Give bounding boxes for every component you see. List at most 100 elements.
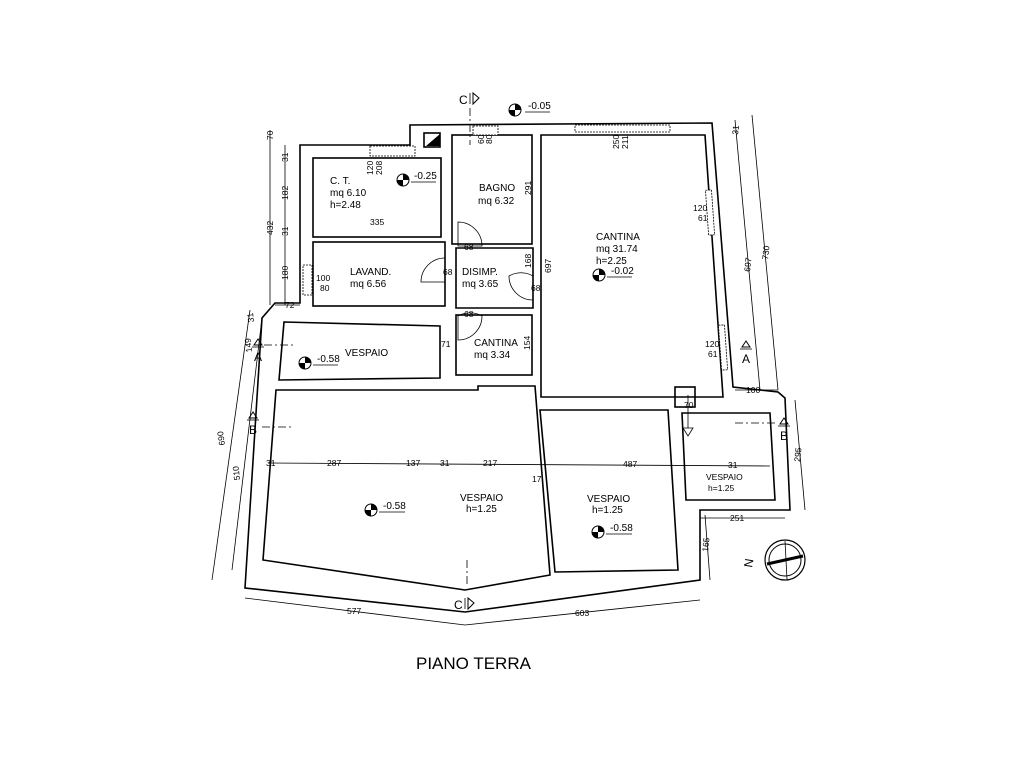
svg-text:B: B <box>780 429 788 443</box>
stair <box>674 386 696 408</box>
dim-left-inner-0: 31 <box>280 152 290 162</box>
drawing-title: PIANO TERRA <box>416 654 532 673</box>
north-compass-icon: N <box>741 539 806 581</box>
level-marker-ct: -0.25 <box>396 171 437 187</box>
dim-cantina-win-r2-b: 61 <box>708 349 718 359</box>
room-name-bagno: BAGNO <box>479 183 515 194</box>
room-name-cantina-small: CANTINA <box>474 338 518 349</box>
dim-h-4: 217 <box>483 458 497 468</box>
svg-text:C: C <box>454 598 463 612</box>
dim-left-outer-1: 432 <box>265 221 275 235</box>
section-marker-c-top: C <box>459 91 480 145</box>
dim-bottom-1: 603 <box>575 608 589 618</box>
dim-bagno-window-b: 80 <box>484 134 494 144</box>
room-area-ct: mq 6.10 <box>330 188 367 199</box>
room-cantina-small <box>455 314 533 376</box>
window-cantina-right-1 <box>705 189 716 236</box>
dimension-lines <box>211 114 806 626</box>
room-lavand <box>312 241 446 307</box>
room-name-vespaio-mid: VESPAIO <box>587 494 630 505</box>
room-vespaio-small <box>681 412 776 501</box>
room-area-cantina: mq 31.74 <box>596 244 638 255</box>
level-marker-vespaio-top: -0.58 <box>298 354 340 370</box>
room-area-cantina-small: mq 3.34 <box>474 350 511 361</box>
dim-left-inner-7: 510 <box>231 465 242 480</box>
dim-right-1: 697 <box>742 257 753 272</box>
svg-text:N: N <box>741 558 756 569</box>
room-name-lavand: LAVAND. <box>350 267 391 278</box>
dim-lavand-window-b: 80 <box>320 283 330 293</box>
dim-h-3: 31 <box>440 458 450 468</box>
room-disimp <box>455 247 534 309</box>
dim-left-inner-2: 31 <box>280 226 290 236</box>
room-height-vespaio-small: h=1.25 <box>708 483 735 493</box>
section-marker-b-left: B <box>247 411 293 437</box>
level-marker-vespaio-big: -0.58 <box>364 501 406 517</box>
section-marker-b-right: B <box>735 417 790 443</box>
stair-arrow-head-icon <box>682 427 694 437</box>
dim-disimp: 168 <box>523 254 533 268</box>
room-height-cantina: h=2.25 <box>596 256 627 267</box>
dim-bagno-window-a: 60 <box>476 134 486 144</box>
room-name-cantina: CANTINA <box>596 232 640 243</box>
dim-left-outer-2: 690 <box>215 430 227 446</box>
dim-right-2: 730 <box>760 245 771 260</box>
room-cantina <box>540 134 724 398</box>
door-lavand <box>420 257 446 283</box>
room-name-vespaio-big: VESPAIO <box>460 493 503 504</box>
level-marker-entrance: -0.05 <box>508 101 551 117</box>
room-vespaio-top <box>278 321 441 381</box>
level-marker-cantina: -0.02 <box>592 266 634 282</box>
door-cantina <box>508 272 534 301</box>
svg-text:-0.58: -0.58 <box>383 501 406 512</box>
dim-right-3: 100 <box>746 385 760 395</box>
dim-left-inner-6: 149 <box>243 337 254 352</box>
room-name-vespaio-small: VESPAIO <box>706 472 743 482</box>
door-cantina-small <box>457 312 483 341</box>
dim-cantina-left: 697 <box>543 259 553 273</box>
svg-text:A: A <box>742 352 750 366</box>
dim-h-0: 31 <box>266 458 276 468</box>
chimney-fill <box>426 134 440 146</box>
dim-ct: 335 <box>370 217 384 227</box>
svg-text:-0.58: -0.58 <box>610 523 633 534</box>
dim-door-left: 68 <box>443 267 453 277</box>
room-name-ct: C. T. <box>330 176 350 187</box>
dim-left-outer-0: 70 <box>265 130 275 140</box>
dim-cantina-small-left: 71 <box>441 339 451 349</box>
dim-bagno: 291 <box>523 181 533 195</box>
room-area-bagno: mq 6.32 <box>478 196 515 207</box>
dim-door-top: 68 <box>464 242 474 252</box>
window-lavand <box>302 264 313 296</box>
dim-ct-window-b: 208 <box>374 161 384 175</box>
dim-h-6: 487 <box>623 459 637 469</box>
svg-text:B: B <box>249 423 257 437</box>
dim-h-2: 137 <box>406 458 420 468</box>
room-name-disimp: DISIMP. <box>462 267 498 278</box>
room-vespaio-big <box>262 385 551 591</box>
dim-left-inner-1: 182 <box>280 186 290 200</box>
dim-h-7: 31 <box>728 460 738 470</box>
svg-text:-0.05: -0.05 <box>528 101 551 112</box>
room-vespaio-mid <box>539 409 679 573</box>
window-bagno <box>472 125 499 136</box>
window-ct <box>369 145 416 157</box>
room-area-disimp: mq 3.65 <box>462 279 499 290</box>
dim-left-inner-5: 31 <box>245 312 256 323</box>
dim-door-right: 68 <box>531 283 541 293</box>
room-name-vespaio-top: VESPAIO <box>345 348 388 359</box>
svg-text:A: A <box>254 350 262 364</box>
dim-h-1: 287 <box>327 458 341 468</box>
dim-right-5: 251 <box>730 513 744 523</box>
dim-cantina-win-r1-b: 61 <box>698 213 708 223</box>
dim-door-bottom: 68 <box>464 309 474 319</box>
dim-left-inner-4: 72 <box>285 300 295 310</box>
door-bagno <box>457 221 483 247</box>
room-height-vespaio-mid: h=1.25 <box>592 505 623 516</box>
stair-width: 70 <box>684 400 694 410</box>
dim-cantina-win-r2-a: 120 <box>705 339 719 349</box>
section-marker-c-bottom: C <box>454 560 475 612</box>
room-area-lavand: mq 6.56 <box>350 279 387 290</box>
dim-lavand-window-a: 100 <box>316 273 330 283</box>
window-cantina-right-2 <box>718 324 729 371</box>
